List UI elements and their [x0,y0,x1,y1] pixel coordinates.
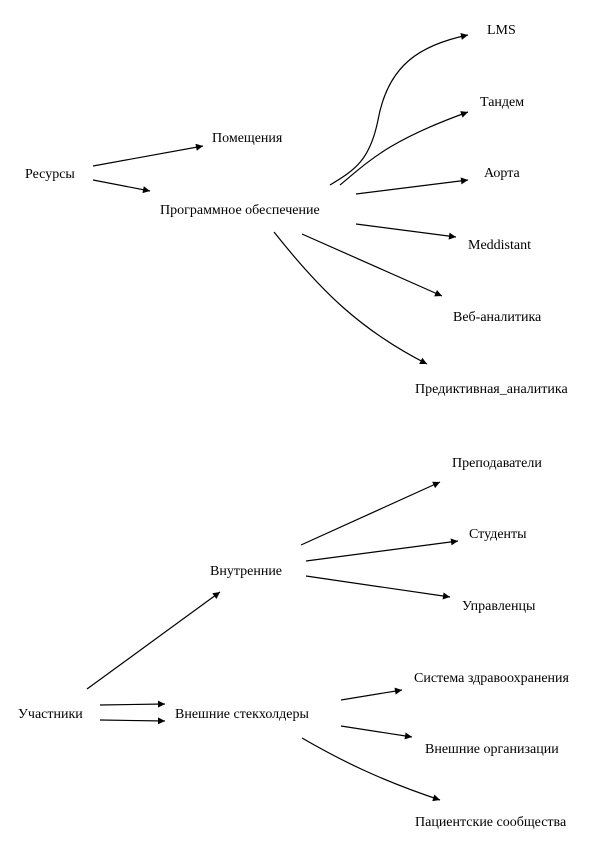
edge-resources-premises [92,143,204,167]
edge-software-web-analytics [301,233,443,297]
edge-software-meddistant [355,223,457,240]
node-web-analytics: Веб-аналитика [453,310,542,325]
edge-external-patients [301,737,441,802]
node-meddistant: Meddistant [468,238,531,253]
node-tandem: Тандем [480,95,524,110]
node-internal: Внутренние [210,564,282,579]
node-students: Студенты [469,527,527,542]
node-participants: Участники [18,707,83,722]
edge-resources-software [92,179,151,194]
node-external-orgs: Внешние организации [425,742,559,757]
edge-software-aorta [355,177,469,195]
node-predictive-analytics: Предиктивная_аналитика [415,382,568,397]
edge-internal-students [305,538,459,562]
node-healthcare-system: Система здравоохранения [414,671,570,686]
node-lms: LMS [487,23,516,38]
edge-software-lms [329,33,469,186]
edge-participants-internal [86,591,221,690]
node-resources: Ресурсы [25,167,75,182]
node-patient-communities: Пациентские сообщества [415,815,567,830]
edge-external-healthcare [340,687,403,701]
node-managers: Управленцы [462,599,536,614]
edge-participants-external-2 [99,717,166,725]
edge-internal-managers [305,575,451,600]
edge-participants-external-1 [99,700,166,708]
node-aorta: Аорта [484,166,521,181]
edge-internal-teachers [300,481,441,546]
node-premises: Помещения [212,131,283,146]
node-external-stakeholders: Внешние стекхолдеры [175,707,309,722]
edges [86,33,469,802]
node-software: Программное обеспечение [160,203,320,218]
nodes: Ресурсы Помещения Программное обеспечени… [18,23,570,830]
edge-external-orgs [340,725,413,740]
edge-software-tandem [339,111,469,186]
node-teachers: Преподаватели [452,456,542,471]
edge-software-predictive [273,231,428,365]
